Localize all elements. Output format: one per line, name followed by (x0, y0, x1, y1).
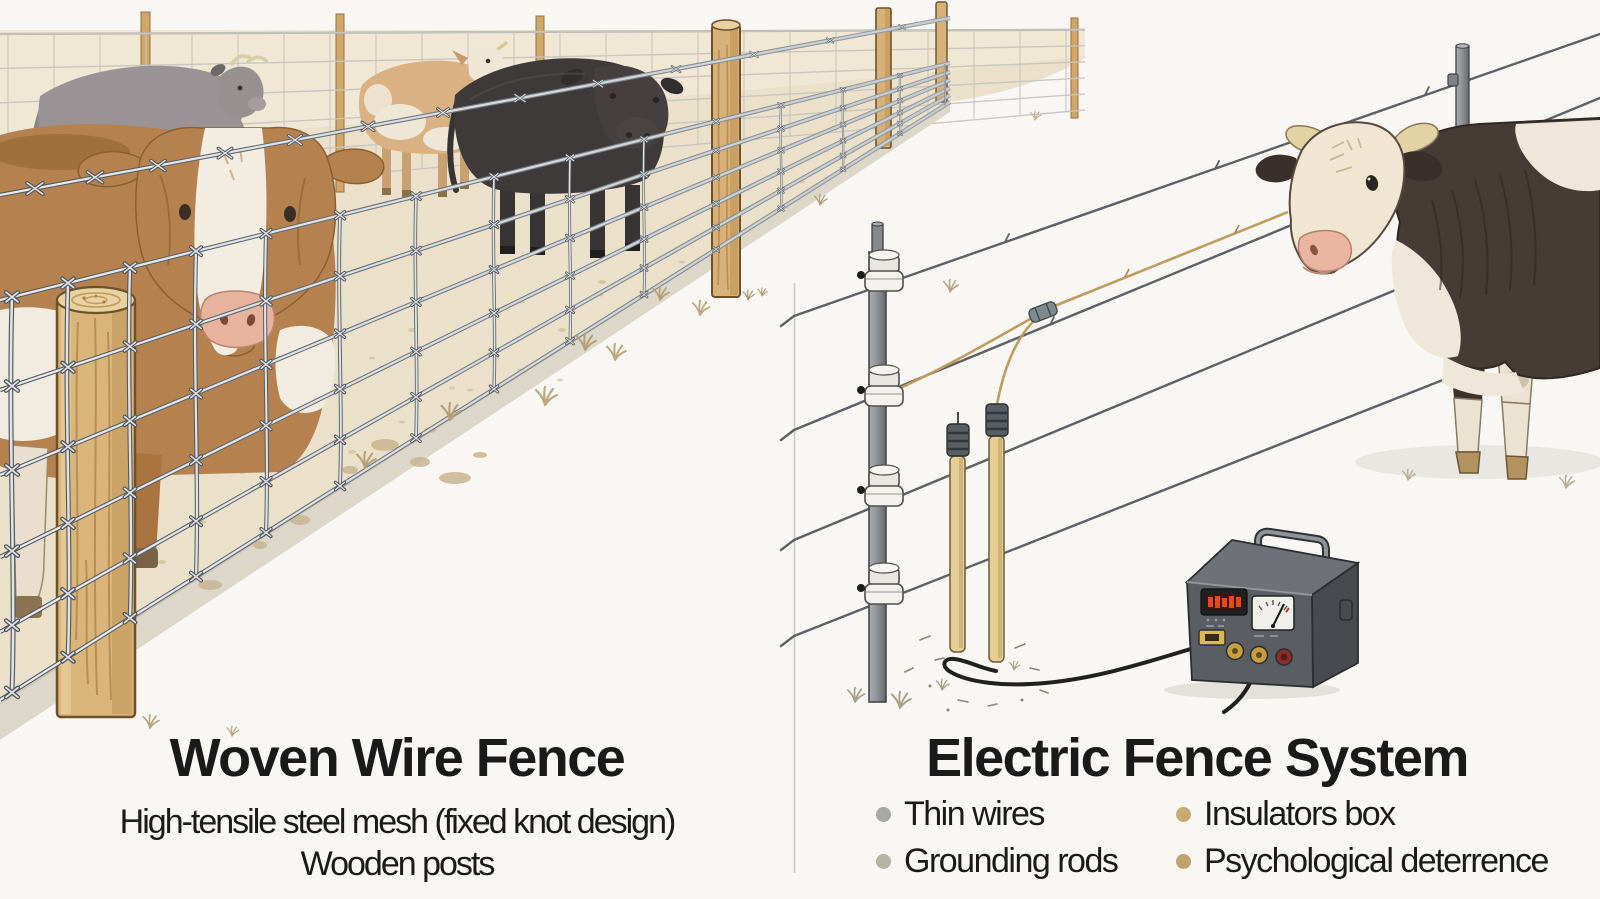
bullet-dot-icon (876, 853, 891, 869)
bullet-dot-icon (876, 806, 891, 822)
bullet-dot-icon (1176, 806, 1191, 822)
insulator (857, 464, 904, 507)
cow-horn (1389, 122, 1439, 156)
black-cow (447, 58, 684, 258)
energizer-box (1184, 527, 1361, 689)
bullet-label: Insulators box (1204, 794, 1396, 833)
cow-nose (1297, 229, 1353, 273)
woven-wire-scene (0, 1, 1086, 740)
electric-fence-cow (1255, 116, 1600, 480)
left-panel-subtitle: High-tensile steel mesh (fixed knot desi… (0, 801, 794, 885)
woven-wire-mesh (0, 60, 952, 702)
insulator-bolt (857, 386, 865, 394)
electric-fence-scene (142, 32, 1600, 737)
electric-fence-post (868, 221, 887, 703)
bullet-grounding-rods: Grounding rods (876, 841, 1119, 880)
insulator-bolt (857, 271, 865, 279)
bullet-label: Thin wires (904, 794, 1045, 833)
bullet-psychological-deterrence: Psychological deterrence (1176, 841, 1549, 880)
wire-clip (1447, 73, 1459, 87)
left-subtitle-line-1: High-tensile steel mesh (fixed knot desi… (119, 803, 677, 841)
right-panel-title: Electric Fence System (926, 728, 1469, 788)
bullet-dot-icon (1176, 853, 1191, 869)
insulator-bolt (857, 584, 865, 592)
bullet-thin-wires: Thin wires (876, 794, 1045, 833)
insulator-bolt (857, 486, 865, 494)
insulators (857, 249, 904, 605)
side-latch (1339, 599, 1353, 621)
insulator (857, 562, 904, 605)
left-panel-title: Woven Wire Fence (169, 728, 626, 788)
barbed-wire (0, 15, 951, 198)
bullet-insulators-box: Insulators box (1176, 794, 1396, 833)
dirt-splatter (198, 427, 487, 590)
insulator (857, 364, 904, 407)
cow-ear (1255, 154, 1300, 183)
ground-dust (904, 635, 1049, 712)
insulator (857, 249, 904, 292)
digital-display (1200, 588, 1248, 622)
cow-ear (1396, 151, 1443, 182)
bullet-label: Grounding rods (904, 841, 1119, 880)
analog-meter (1251, 595, 1295, 631)
bullet-label: Psychological deterrence (1204, 841, 1549, 880)
left-subtitle-line-2: Wooden posts (300, 845, 496, 883)
wire-joiner (1028, 301, 1058, 323)
grounding-rods (946, 403, 1009, 663)
lead-out-wire (897, 210, 1289, 405)
